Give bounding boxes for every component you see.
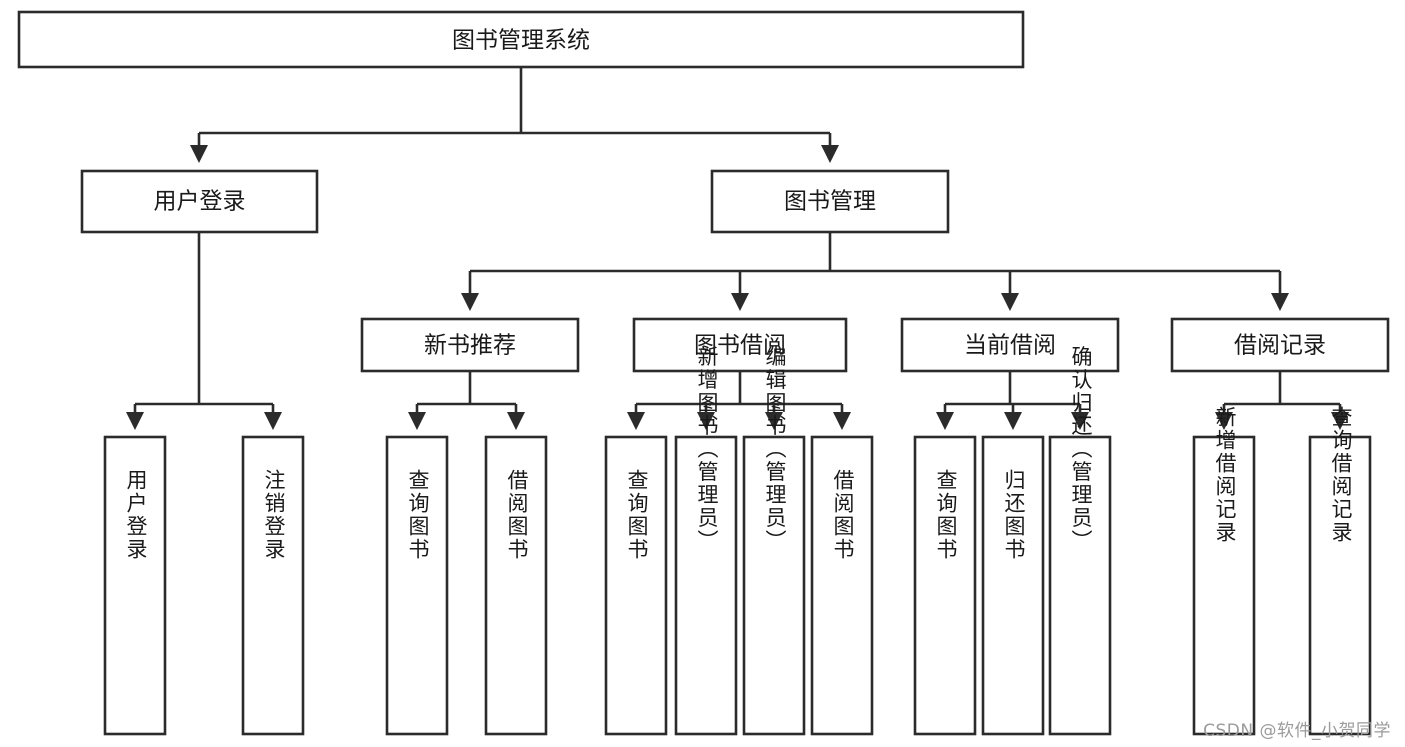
connector-borrowrecord-to-leaves (1214, 371, 1350, 431)
node-leaf-confirm-return-label: 确认归还（管理员） (1069, 346, 1093, 553)
node-new-book-recommend[interactable]: 新书推荐 (360, 317, 580, 373)
node-new-book-recommend-label: 新书推荐 (424, 333, 516, 359)
node-leaf-query-book-current-label: 查询图书 (934, 469, 958, 561)
node-leaf-borrow-book-recommend-label: 借阅图书 (505, 469, 529, 561)
node-leaf-query-borrow-record[interactable]: 查询借阅记录 (1308, 406, 1372, 736)
node-leaf-borrow-book-recommend[interactable]: 借阅图书 (484, 435, 548, 736)
node-root[interactable]: 图书管理系统 (17, 10, 1025, 69)
node-leaf-edit-book-box (742, 435, 806, 736)
node-book-management[interactable]: 图书管理 (710, 169, 950, 234)
node-leaf-edit-book-label: 编辑图书（管理员） (763, 346, 787, 553)
node-leaf-query-book-current[interactable]: 查询图书 (913, 435, 977, 736)
node-borrow-record-label: 借阅记录 (1234, 333, 1326, 359)
node-leaf-return-book-box (981, 435, 1045, 736)
node-book-borrow[interactable]: 图书借阅 (632, 317, 848, 373)
connector-recommend-to-leaves (407, 371, 526, 431)
node-user-login-label: 用户登录 (154, 189, 246, 215)
node-leaf-query-book-recommend-label: 查询图书 (406, 469, 430, 561)
node-leaf-logout-label: 注销登录 (262, 469, 286, 561)
node-book-borrow-label: 图书借阅 (694, 333, 786, 359)
connector-bookmgmt-to-level2 (460, 232, 1290, 312)
node-leaf-user-login[interactable]: 用户登录 (103, 435, 167, 736)
node-user-login-box (80, 169, 319, 234)
node-leaf-user-login-label: 用户登录 (124, 469, 148, 561)
node-leaf-query-book-recommend[interactable]: 查询图书 (385, 435, 449, 736)
node-leaf-confirm-return[interactable]: 确认归还（管理员） (1048, 346, 1112, 736)
node-current-borrow-label: 当前借阅 (964, 333, 1056, 359)
node-leaf-query-borrow-record-label: 查询借阅记录 (1329, 406, 1353, 544)
node-leaf-query-book-recommend-box (385, 435, 449, 736)
node-borrow-record-box (1170, 317, 1390, 373)
connector-userlogin-to-leaves (125, 232, 283, 431)
connector-root-to-level1 (189, 67, 840, 164)
node-leaf-query-book-borrow-box (604, 435, 668, 736)
node-leaf-borrow-book-recommend-box (484, 435, 548, 736)
node-borrow-record[interactable]: 借阅记录 (1170, 317, 1390, 373)
node-user-login[interactable]: 用户登录 (80, 169, 319, 234)
node-leaf-return-book-label: 归还图书 (1002, 469, 1026, 561)
node-leaf-add-book[interactable]: 新增图书（管理员） (674, 346, 738, 736)
connector-bookborrow-to-leaves (626, 371, 852, 431)
node-leaf-logout-box (241, 435, 305, 736)
node-new-book-recommend-box (360, 317, 580, 373)
node-leaf-logout[interactable]: 注销登录 (241, 435, 305, 736)
node-leaf-borrow-book[interactable]: 借阅图书 (810, 435, 874, 736)
node-current-borrow[interactable]: 当前借阅 (900, 317, 1120, 373)
node-root-box (17, 10, 1025, 69)
node-leaf-borrow-book-label: 借阅图书 (831, 469, 855, 561)
node-book-management-label: 图书管理 (784, 189, 876, 215)
node-root-label: 图书管理系统 (452, 28, 590, 54)
node-current-borrow-box (900, 317, 1120, 373)
node-leaf-add-book-box (674, 435, 738, 736)
node-leaf-add-borrow-record[interactable]: 新增借阅记录 (1192, 406, 1256, 736)
node-leaf-query-book-current-box (913, 435, 977, 736)
connector-currentborrow-to-leaves (935, 371, 1090, 431)
node-leaf-query-book-borrow[interactable]: 查询图书 (604, 435, 668, 736)
node-leaf-return-book[interactable]: 归还图书 (981, 435, 1045, 736)
node-leaf-add-borrow-record-label: 新增借阅记录 (1213, 406, 1237, 544)
node-leaf-confirm-return-box (1048, 435, 1112, 736)
node-leaf-borrow-book-box (810, 435, 874, 736)
node-leaf-query-borrow-record-box (1308, 435, 1372, 736)
node-leaf-query-book-borrow-label: 查询图书 (625, 469, 649, 561)
node-leaf-user-login-box (103, 435, 167, 736)
node-leaf-add-borrow-record-box (1192, 435, 1256, 736)
node-leaf-edit-book[interactable]: 编辑图书（管理员） (742, 346, 806, 736)
node-book-management-box (710, 169, 950, 234)
node-book-borrow-box (632, 317, 848, 373)
node-leaf-add-book-label: 新增图书（管理员） (695, 346, 719, 553)
